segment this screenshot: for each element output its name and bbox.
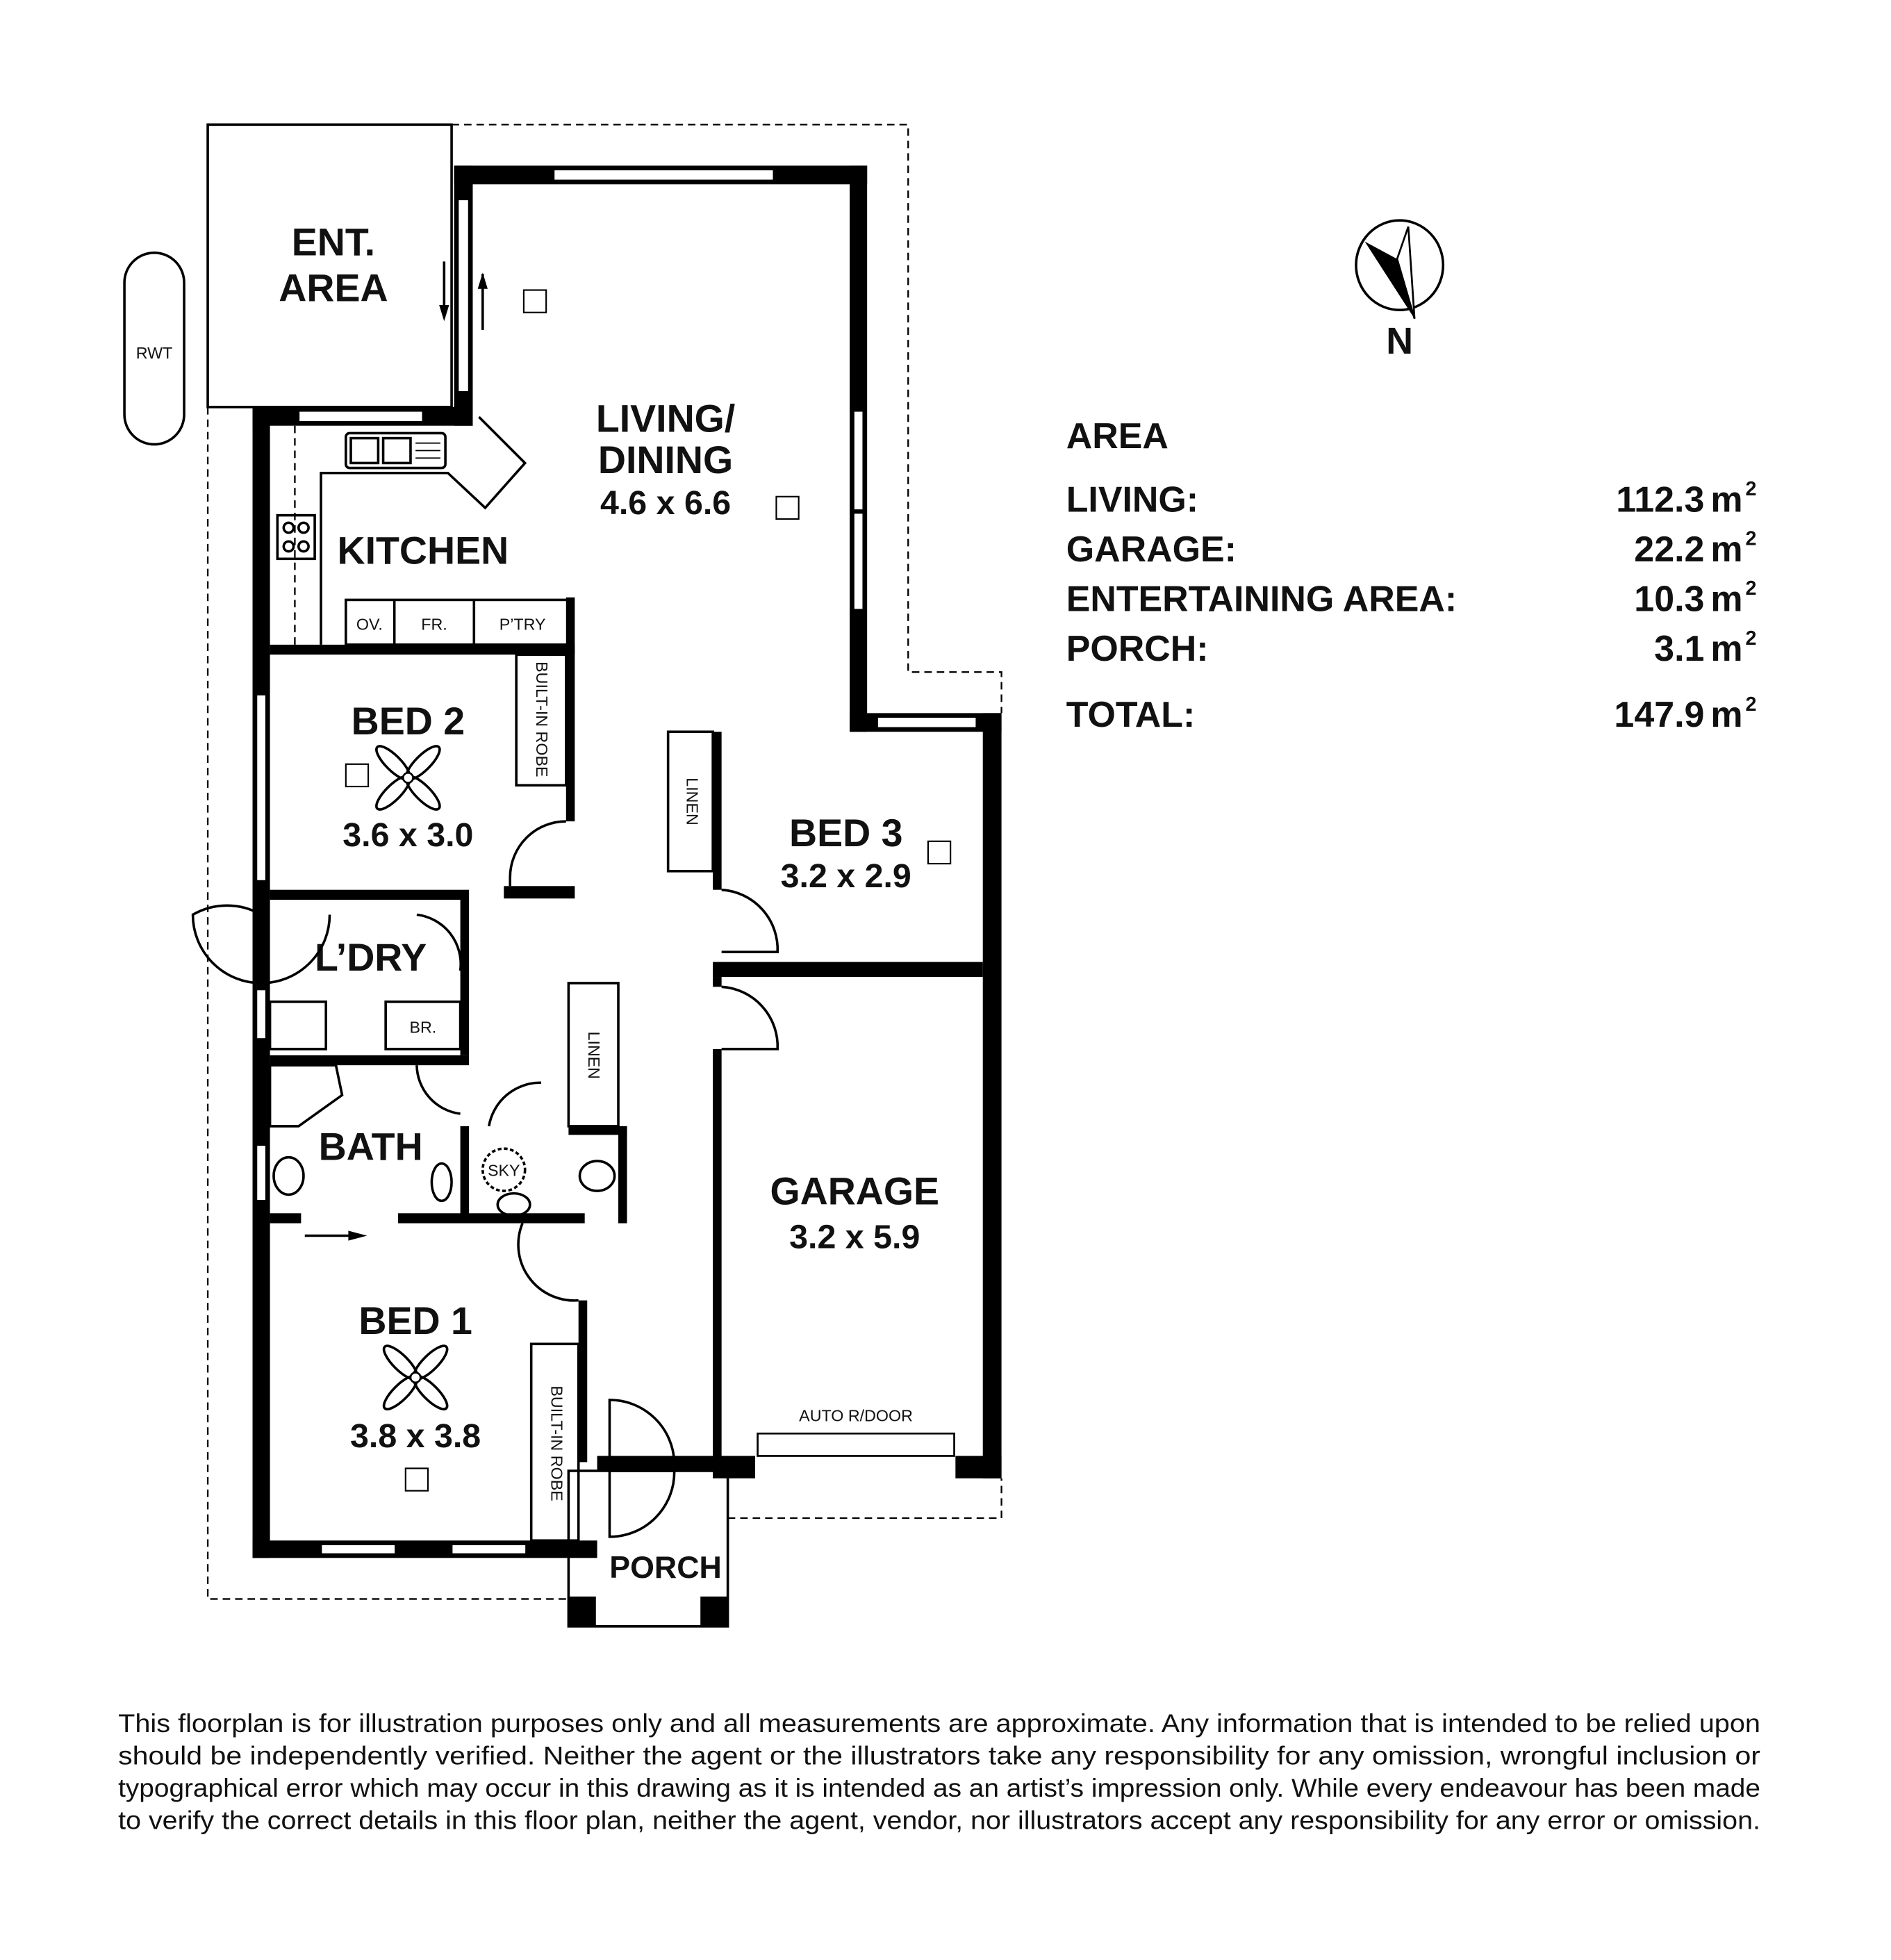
living-label-2: DINING — [598, 438, 733, 481]
area-unit-sup: 2 — [1745, 627, 1756, 650]
ent-area-outline — [206, 123, 453, 409]
ent-area-label: ENT. — [292, 220, 375, 263]
total-label: TOTAL: — [1066, 695, 1196, 735]
fridge-label: FR. — [421, 615, 447, 633]
area-total-row: TOTAL: 147.9 m 2 — [1066, 693, 1757, 735]
bed2-robe-label: BUILT-IN ROBE — [533, 661, 551, 777]
broom-cupboard — [384, 1000, 462, 1051]
bed1-door-swing — [517, 1222, 579, 1302]
bed3-door-swing — [721, 888, 779, 953]
living-label: LIVING/ — [596, 397, 735, 440]
area-unit: m — [1710, 479, 1742, 520]
area-unit: m — [1710, 629, 1742, 669]
area-unit: m — [1710, 579, 1742, 620]
bed2-door-swing — [509, 820, 566, 887]
area-unit: m — [1710, 529, 1742, 570]
bath-label: BATH — [319, 1125, 423, 1168]
bed2-robe — [515, 653, 568, 787]
bed3-label: BED 3 — [789, 812, 902, 855]
broom-label: BR. — [409, 1019, 436, 1037]
total-value: 147.9 — [1614, 695, 1704, 735]
bed2-label: BED 2 — [352, 700, 465, 743]
linen-lower-label: LINEN — [585, 1032, 603, 1080]
area-row-label: PORCH: — [1066, 629, 1209, 669]
ceiling-fan-icon — [375, 745, 441, 811]
area-row-value: 10.3 — [1634, 579, 1704, 620]
disclaimer-line: typographical error which may occur in t… — [118, 1774, 1760, 1802]
area-unit-sup: 2 — [1745, 577, 1756, 600]
north-label: N — [1386, 320, 1413, 362]
skylight-label: SKY — [488, 1162, 520, 1180]
porch-label: PORCH — [609, 1550, 722, 1585]
disclaimer: This floorplan is for illustration purpo… — [118, 1709, 1760, 1835]
garage-dimensions: 3.2 x 5.9 — [789, 1218, 920, 1255]
light-switch-icons — [345, 289, 952, 1492]
north-compass-icon: N — [1355, 219, 1445, 362]
garage-door-label: AUTO R/DOOR — [799, 1406, 913, 1424]
bath-door-swing — [415, 1065, 461, 1115]
linen-cupboard-lower — [567, 982, 620, 1128]
site-outline — [206, 124, 1002, 1600]
roller-door — [757, 1432, 955, 1457]
area-row: ENTERTAINING AREA: 10.3 m 2 — [1066, 577, 1757, 619]
linen-upper-label: LINEN — [684, 777, 702, 825]
area-unit-sup: 2 — [1745, 528, 1756, 550]
front-door-swing — [608, 1399, 676, 1538]
area-row-label: ENTERTAINING AREA: — [1066, 579, 1457, 620]
area-unit-sup: 2 — [1745, 693, 1756, 716]
area-heading: AREA — [1066, 416, 1169, 456]
ceiling-fan-icon — [382, 1344, 449, 1410]
laundry-tub — [268, 1000, 327, 1051]
area-unit: m — [1710, 695, 1742, 735]
bed3-dimensions: 3.2 x 2.9 — [781, 857, 911, 895]
wc-toilet-2-icon — [578, 1160, 616, 1192]
cooktop-icon — [276, 513, 316, 561]
oven-label: OV. — [356, 615, 383, 633]
garage-door-swing — [721, 985, 779, 1051]
bed1-dimensions: 3.8 x 3.8 — [350, 1417, 481, 1455]
area-row-value: 22.2 — [1634, 529, 1704, 570]
basin-icon — [430, 1162, 453, 1203]
area-row: LIVING: 112.3 m 2 — [1066, 478, 1757, 520]
bed1-robe-label: BUILT-IN ROBE — [547, 1385, 565, 1501]
area-row-label: GARAGE: — [1066, 529, 1237, 570]
kitchen-bench — [320, 415, 571, 646]
laundry-door-swing-2 — [261, 914, 331, 985]
ent-area-label-2: AREA — [279, 267, 388, 310]
kitchen-label: KITCHEN — [338, 529, 509, 572]
area-unit-sup: 2 — [1745, 478, 1756, 500]
laundry-inner-door-swing — [416, 913, 462, 971]
bed2-dimensions: 3.6 x 3.0 — [342, 816, 473, 854]
bath-toilet-icon — [272, 1155, 305, 1196]
laundry-label: L’DRY — [315, 936, 427, 979]
windows — [255, 168, 978, 1556]
area-table: AREA LIVING: 112.3 m 2 GARAGE: 22.2 m 2 … — [1066, 416, 1757, 735]
rainwater-tank: RWT — [123, 251, 185, 446]
bed1-robe — [529, 1342, 580, 1542]
wc-toilet-icon — [496, 1192, 531, 1217]
garage-label: GARAGE — [770, 1170, 939, 1213]
sliding-door-arrows-icon — [304, 261, 488, 1241]
laundry-door-swing — [191, 904, 262, 985]
area-row-value: 112.3 — [1616, 479, 1704, 520]
living-dimensions: 4.6 x 6.6 — [600, 484, 731, 522]
rwt-label: RWT — [136, 344, 173, 362]
area-row: GARAGE: 22.2 m 2 — [1066, 528, 1757, 570]
disclaimer-line: should be independently verified. Neithe… — [118, 1742, 1760, 1770]
wc-door-swing — [488, 1081, 542, 1127]
shower-icon — [268, 1064, 344, 1128]
linen-cupboard-upper — [666, 730, 714, 873]
skylight-icon — [481, 1147, 527, 1192]
area-row-value: 3.1 — [1654, 629, 1704, 669]
bed1-label: BED 1 — [358, 1299, 472, 1342]
disclaimer-line: to verify the correct details in this fl… — [118, 1806, 1760, 1835]
disclaimer-line: This floorplan is for illustration purpo… — [118, 1709, 1760, 1738]
area-row-label: LIVING: — [1066, 479, 1198, 520]
pantry-label: P’TRY — [499, 615, 546, 633]
area-row: PORCH: 3.1 m 2 — [1066, 627, 1757, 669]
